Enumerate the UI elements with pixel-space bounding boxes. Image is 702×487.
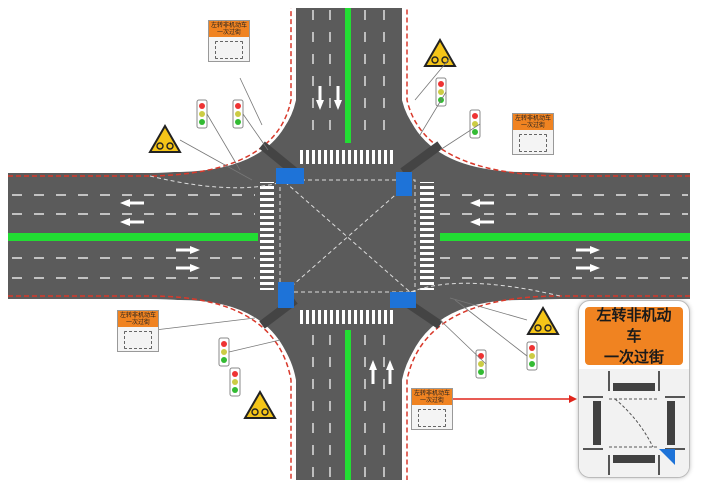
bike-lane-edges	[8, 8, 690, 480]
small-sign-diagram	[209, 37, 249, 61]
curb-lines	[8, 8, 690, 480]
traffic-light-icon	[218, 337, 230, 367]
small-sign-bottom-left: 左转非机动车一次过街	[117, 310, 159, 352]
callout-arrow	[450, 395, 577, 403]
small-sign-diagram	[412, 405, 452, 429]
guide-lines	[149, 174, 561, 298]
bicycle-warning-icon	[148, 123, 182, 153]
traffic-light-icon	[196, 99, 208, 129]
traffic-light-icon	[475, 349, 487, 379]
small-sign-title: 左转非机动车一次过街	[118, 311, 158, 327]
small-sign-diagram	[513, 130, 553, 154]
traffic-light-icon	[229, 367, 241, 397]
callout-title: 左转非机动车 一次过街	[585, 305, 683, 366]
lane-markings-vertical	[312, 10, 385, 478]
callout-title-line2: 一次过街	[603, 347, 664, 366]
small-sign-bottom-right: 左转非机动车一次过街	[411, 388, 453, 430]
green-medians	[8, 8, 690, 480]
small-sign-title: 左转非机动车一次过街	[513, 114, 553, 130]
leader-lines	[154, 57, 528, 365]
traffic-light-icon	[469, 109, 481, 139]
bicycle-warning-icon	[526, 305, 560, 335]
small-sign-top-left: 左转非机动车一次过街	[208, 20, 250, 62]
small-sign-top-right: 左转非机动车一次过街	[512, 113, 554, 155]
traffic-light-icon	[232, 99, 244, 129]
callout-sign: 左转非机动车 一次过街	[578, 300, 690, 478]
small-sign-title: 左转非机动车一次过街	[412, 389, 452, 405]
callout-intersection-diagram	[579, 369, 689, 477]
callout-title-line1: 左转非机动车	[596, 305, 672, 345]
small-sign-diagram	[118, 327, 158, 351]
crosswalks	[260, 150, 434, 324]
lane-markings-horizontal	[12, 194, 688, 279]
lane-arrows	[120, 86, 600, 384]
traffic-lights	[196, 77, 538, 397]
small-sign-title: 左转非机动车一次过街	[209, 21, 249, 37]
bike-waiting-areas	[276, 168, 416, 308]
bicycle-warning-icon	[423, 37, 457, 67]
traffic-light-icon	[526, 341, 538, 371]
bicycle-warning-icon	[243, 389, 277, 419]
traffic-light-icon	[435, 77, 447, 107]
